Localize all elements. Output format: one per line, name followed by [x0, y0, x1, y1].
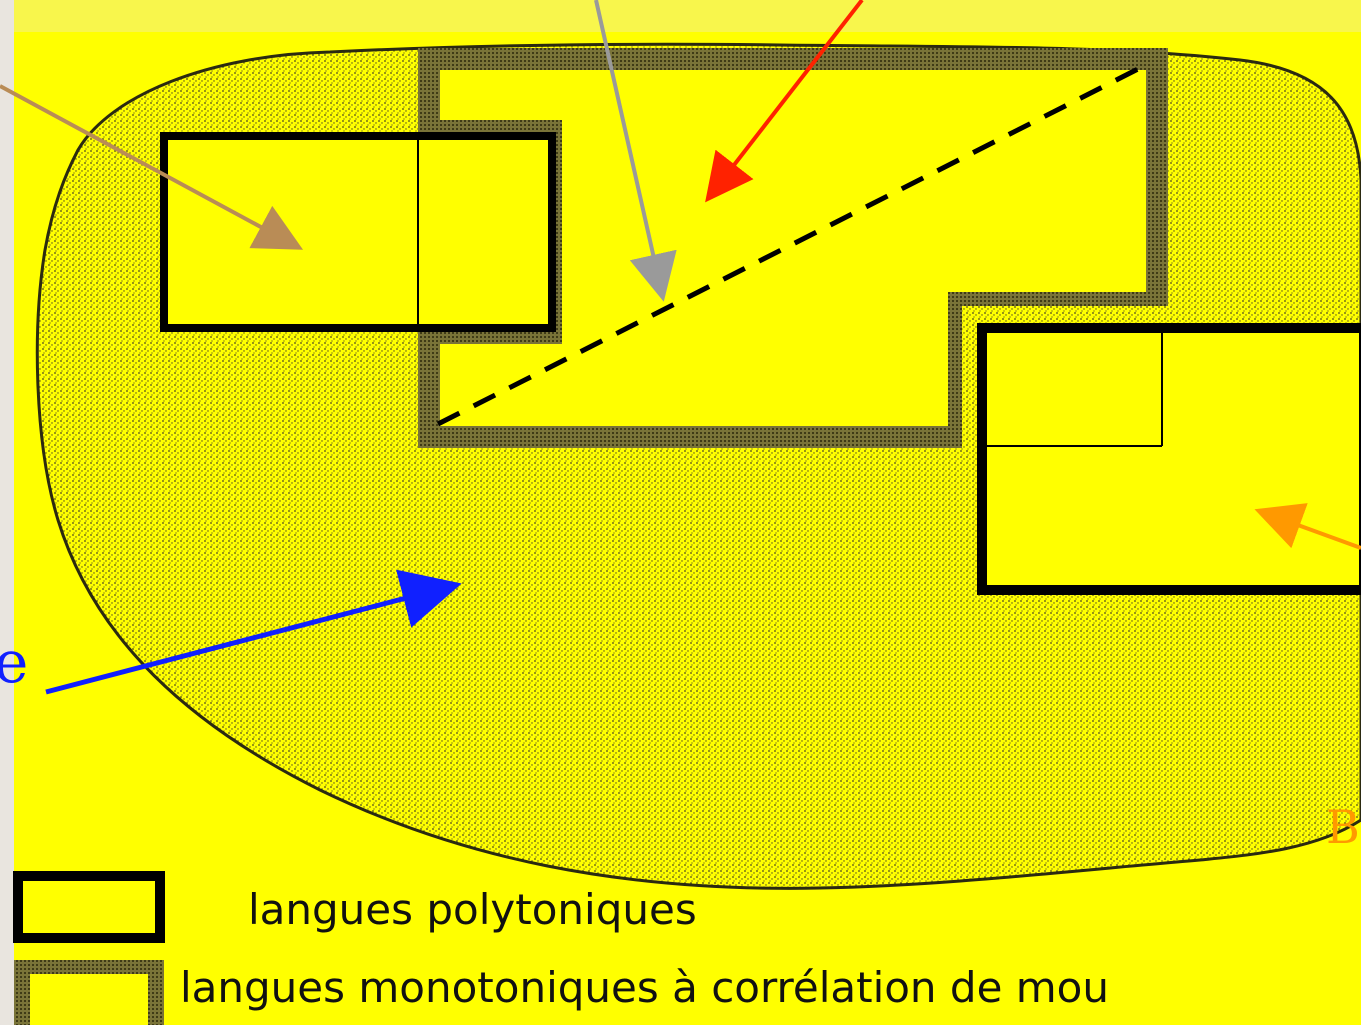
legend-monotonic-swatch-inner — [30, 974, 148, 1025]
left-edge-letter: e — [0, 628, 29, 696]
right-polytonic-box — [977, 323, 1361, 595]
arrow-gray — [594, 0, 677, 302]
arrow-brown — [0, 84, 304, 250]
dashed-diagonal — [436, 65, 1142, 427]
right-edge-letter: B — [1326, 800, 1360, 854]
legend-monotonic-label: langues monotoniques à corrélation de mo… — [180, 963, 1109, 1012]
legend-polytonic-label: langues polytoniques — [248, 885, 697, 934]
legend-polytonic-swatch — [13, 871, 165, 943]
monotonic-region-fill — [440, 70, 1146, 426]
top-faded-strip — [14, 0, 1361, 32]
arrow-red — [705, 0, 864, 203]
arrow-orange — [1254, 503, 1361, 550]
arrow-blue — [45, 569, 462, 695]
left-polytonic-box — [160, 132, 556, 332]
